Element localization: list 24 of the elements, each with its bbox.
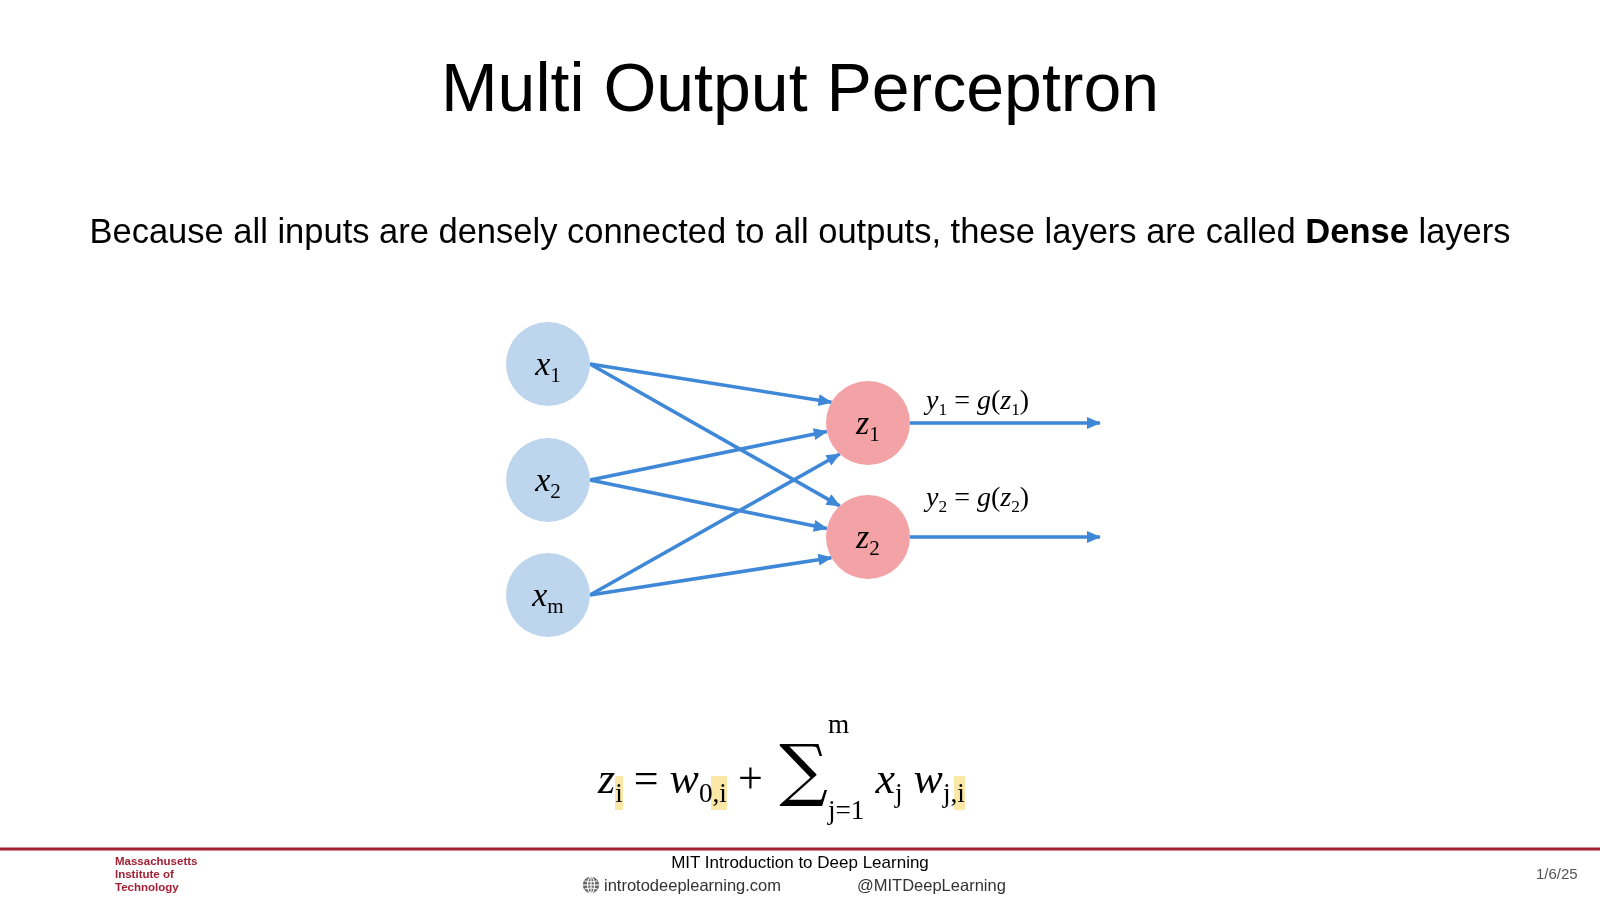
variable-label: x$_{2}$ — [535, 460, 561, 500]
arrow — [910, 531, 1101, 543]
neuron-circle — [506, 322, 590, 406]
arrow — [589, 553, 833, 597]
arrow — [589, 478, 828, 532]
arrow — [910, 417, 1101, 429]
slide-title: Multi Output Perceptron — [439, 48, 1161, 127]
neuron-circle — [506, 438, 590, 522]
institution-name: Massachusetts Institute of Technology — [115, 855, 199, 894]
website-url: introtodeeplearning.com — [604, 875, 782, 895]
neuron-circle — [826, 495, 910, 579]
variable-label: x$_{1}$ — [535, 344, 561, 384]
neuron-circle — [506, 553, 590, 637]
neuron-circle — [826, 381, 910, 465]
date-text: 1/6/25 — [1536, 865, 1578, 883]
social-handle: @MITDeepLearning — [857, 875, 1006, 895]
variable-label: z$_{1}$ — [856, 403, 880, 443]
arrow — [589, 362, 841, 508]
arrow — [589, 362, 833, 407]
arrow — [589, 428, 828, 482]
variable-label: z$_{2}$ — [856, 517, 880, 557]
variable-label: x$_{m}$ — [532, 575, 564, 615]
subtitle-text: Because all inputs are densely connected to all outputs, these layers are called Dense layers — [88, 211, 1512, 252]
course-title: MIT Introduction to Deep Learning — [671, 853, 929, 873]
